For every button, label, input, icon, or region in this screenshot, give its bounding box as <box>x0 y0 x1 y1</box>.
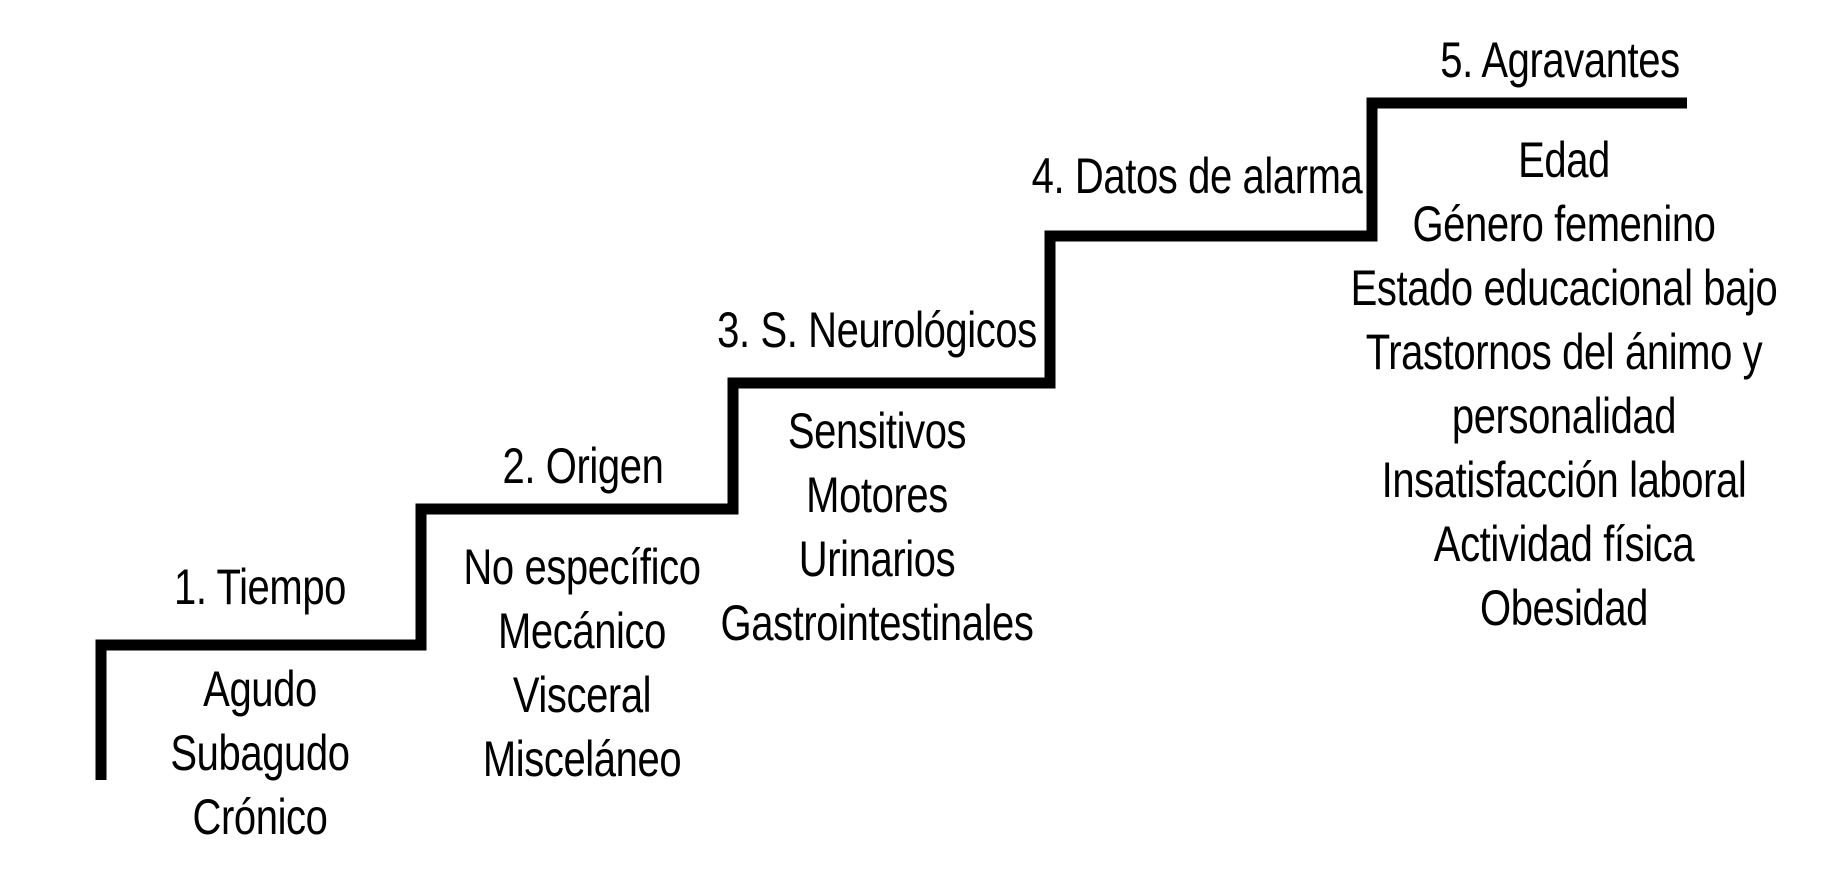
step-5-label: 5. Agravantes <box>1440 32 1680 88</box>
step-1-label: 1. Tiempo <box>173 559 347 615</box>
step-item: Crónico <box>192 789 328 845</box>
step-5-items: Edad Género femenino Estado educacional … <box>1316 128 1812 640</box>
step-item: Trastornos del ánimo y personalidad <box>1365 324 1763 444</box>
step-1-items: Agudo Subagudo Crónico <box>0 657 540 849</box>
step-item: Género femenino <box>1412 196 1716 252</box>
step-item: Sensitivos <box>787 403 967 459</box>
step-item: Obesidad <box>1479 580 1649 636</box>
step-item: Mecánico <box>498 603 666 659</box>
step-2-items: No específico Mecánico Visceral Miscelán… <box>302 535 862 791</box>
step-item: Gastrointestinales <box>720 595 1034 651</box>
step-4-label: 4. Datos de alarma <box>1031 148 1363 204</box>
step-item: Motores <box>806 467 948 523</box>
staircase-polyline <box>95 97 1687 780</box>
step-3-items: Sensitivos Motores Urinarios Gastrointes… <box>597 399 1157 655</box>
step-item: Urinarios <box>798 531 956 587</box>
step-item: Edad <box>1518 132 1610 188</box>
step-3-label: 3. S. Neurológicos <box>717 302 1037 358</box>
step-item: Estado educacional bajo <box>1350 260 1778 316</box>
step-item: Misceláneo <box>482 731 682 787</box>
step-item: Visceral <box>512 667 652 723</box>
step-item: Insatisfacción laboral <box>1381 452 1747 508</box>
step-item: Subagudo <box>170 725 350 781</box>
step-item: Agudo <box>203 661 317 717</box>
step-item: Actividad física <box>1433 516 1695 572</box>
step-2-label: 2. Origen <box>502 438 664 494</box>
step-item: No específico <box>463 539 701 595</box>
